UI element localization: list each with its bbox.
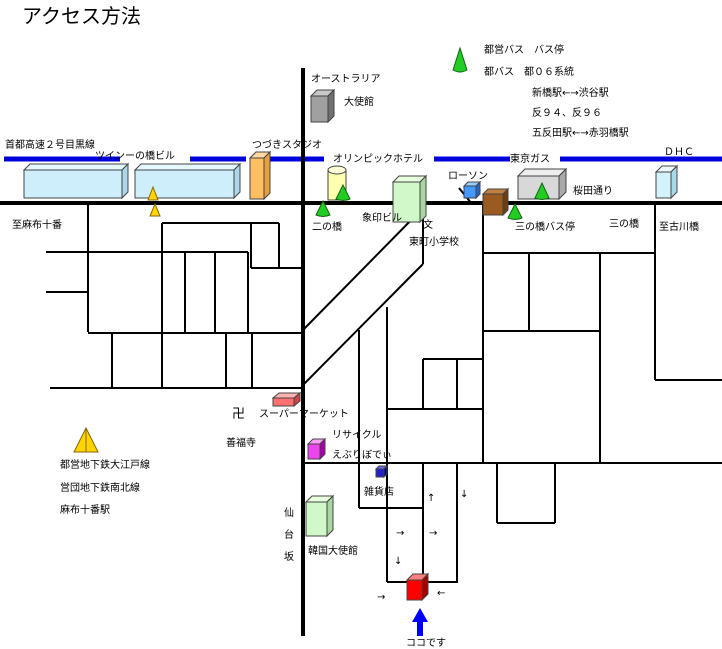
- subway-station-icon: [73, 185, 161, 453]
- lawson-label: ローソン: [448, 171, 488, 182]
- destination-bldg: [405, 572, 430, 602]
- to-azabu-juban-label: 至麻布十番: [12, 220, 62, 231]
- lawson-bldg: [462, 180, 482, 200]
- arrow-right-icon: →: [377, 592, 386, 603]
- subway-station-label: 麻布十番駅: [60, 505, 110, 516]
- sendai-zaka-label-3: 坂: [284, 552, 294, 563]
- zakka-shop-bldg: [374, 464, 389, 479]
- everybody-label: えぶりぼでぃ: [332, 450, 392, 461]
- recycle-label: リサイクル: [332, 430, 382, 441]
- school-label: 東町小学校: [409, 237, 459, 248]
- to-furukawabashi-label: 至古川橋: [659, 222, 699, 233]
- brown-bldg: [481, 187, 510, 217]
- zenpukuji-label: 善福寺: [226, 438, 256, 449]
- sannohashi-bus-stop-label: 三の橋バス停: [515, 222, 575, 233]
- twin-bldg-left: [22, 162, 130, 200]
- school-mark: 文: [423, 220, 433, 231]
- arrow-left-icon: ←: [437, 588, 446, 599]
- subway-line-2-label: 営団地下鉄南北線: [60, 483, 140, 494]
- you-are-here-arrow: [412, 608, 428, 636]
- highway-label: 首都高速２号目黒線: [5, 140, 95, 151]
- page-title: アクセス方法: [22, 4, 141, 28]
- olympic-hotel-label: オリンピックホテル: [333, 154, 423, 165]
- australia-embassy-bldg: [309, 88, 336, 124]
- arrow-right-icon: →: [396, 528, 405, 539]
- subway-line-1-label: 都営地下鉄大江戸線: [60, 460, 150, 471]
- bus-info-line-5: 五反田駅←→赤羽橋駅: [532, 128, 629, 139]
- tokyo-gas-label: 東京ガス: [510, 154, 550, 165]
- zojirushi-bldg: [391, 174, 428, 224]
- dhc-label: ＤＨＣ: [664, 147, 694, 158]
- sendai-zaka-label-1: 仙: [284, 508, 294, 519]
- arrow-up-icon: ↑: [427, 493, 436, 504]
- tokyo-gas-bldg: [516, 167, 568, 201]
- side-streets: [46, 187, 722, 583]
- arrow-right-icon: →: [429, 528, 438, 539]
- recycle-shop-bldg: [306, 437, 327, 461]
- korea-embassy-bldg: [304, 494, 335, 538]
- main-roads: [0, 68, 722, 636]
- you-are-here-label: ココです: [406, 638, 446, 649]
- sakurada-dori-label: 桜田通り: [573, 186, 613, 197]
- twin-bldg-label: ツインーの橋ビル: [95, 151, 175, 162]
- embassy-label: 大使館: [344, 97, 374, 108]
- australia-label: オーストラリア: [311, 74, 381, 85]
- tsuzuki-studio-label: つづきスタジオ: [252, 140, 322, 151]
- arrow-down-icon: ↓: [394, 556, 403, 567]
- zakka-shop-label: 雑貨店: [364, 487, 394, 498]
- bus-info-line-1: 都営バス バス停: [484, 45, 564, 56]
- temple-icon: 卍: [232, 407, 246, 422]
- tsuzuki-studio-bldg: [248, 150, 272, 201]
- bus-info-line-4: 反９４、反９６: [532, 108, 602, 119]
- zojirushi-label: 象印ビル: [362, 213, 402, 224]
- korea-embassy-label: 韓国大使館: [308, 546, 358, 557]
- sannohashi-label: 三の橋: [609, 219, 639, 230]
- supermarket-label: スーパーマーケット: [259, 409, 349, 420]
- dhc-bldg: [654, 164, 679, 200]
- bus-info-line-3: 新橋駅←→渋谷駅: [532, 88, 609, 99]
- supermarket-bldg: [271, 391, 302, 408]
- bus-info-line-2: 都バス 都０６系統: [484, 67, 574, 78]
- sendai-zaka-label-2: 台: [284, 530, 294, 541]
- bus-stop-icon: [315, 46, 550, 220]
- ninohashi-label: 二の橋: [312, 222, 342, 233]
- arrow-down-icon: ↓: [460, 489, 469, 500]
